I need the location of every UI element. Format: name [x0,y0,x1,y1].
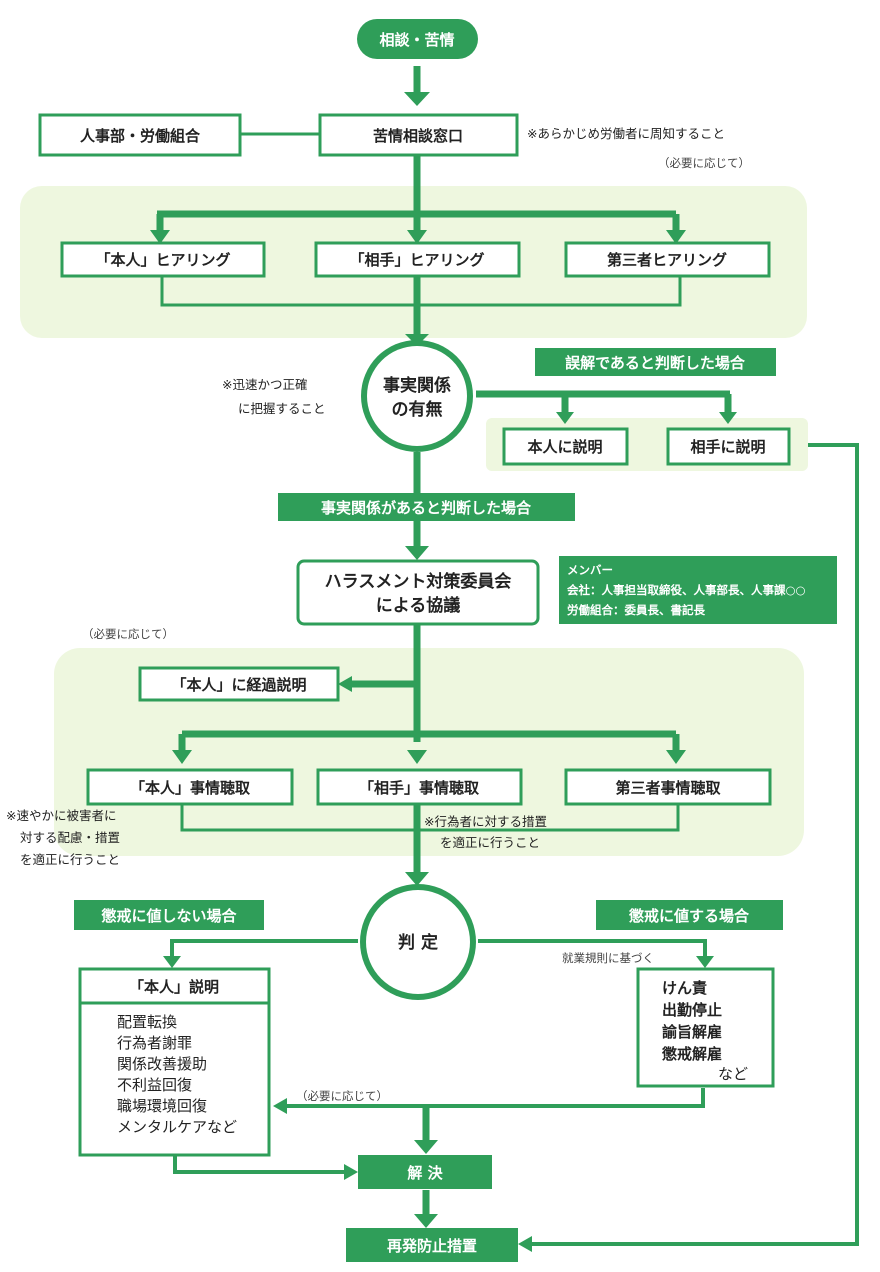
hr-union-label: 人事部・労働組合 [80,127,201,145]
committee-line1: ハラスメント対策委員会 [325,571,512,592]
measures-list: 配置転換 行為者謝罪 関係改善援助 不利益回復 職場環境回復 メンタルケアなど [117,1013,237,1136]
victim-note-line2: 対する配慮・措置 [20,830,120,845]
fact-check-line2: の有無 [392,399,443,420]
no-discipline-label-bg [74,900,264,930]
notify-note: ※あらかじめ労働者に周知すること [527,126,725,141]
victim-note-line3: を適正に行うこと [20,852,120,867]
hearing-self-label: 「本人」ヒアリング [95,251,230,269]
penalties-list: けん責 出勤停止 諭旨解雇 懲戒解雇 など [661,979,748,1083]
committee-box [296,559,540,626]
fact-check-line1: 事実関係 [383,375,451,396]
members-union: 労働組合：委員長、書記長 [567,603,705,617]
penalty-more: など [718,1065,748,1083]
inquiry-third-label: 第三者事情聴取 [615,779,721,797]
judge-inner [366,890,470,994]
measure-item: 配置転換 [117,1013,177,1031]
penalty-item: 諭旨解雇 [662,1023,722,1041]
inquiry-self-box [86,768,294,806]
resolve-label: 解 決 [407,1164,443,1182]
connectors [150,66,859,1252]
rules-note: 就業規則に基づく [562,951,654,965]
misunderstanding-label-bg [535,348,776,376]
measure-item: 不利益回復 [117,1076,192,1094]
inquiry-self-label: 「本人」事情聴取 [130,779,251,797]
prevent-label: 再発防止措置 [387,1237,477,1255]
explain-other-box [666,427,791,466]
progress-self-label: 「本人」に経過説明 [171,676,306,694]
inquiry-other-label: 「相手」事情聴取 [359,779,480,797]
start-node [357,19,478,59]
measure-item: 職場環境回復 [117,1097,207,1115]
penalty-item: 懲戒解雇 [661,1045,722,1063]
as-needed-note-1: （必要に応じて） [658,156,750,170]
actor-note-line1: ※行為者に対する措置 [424,814,547,829]
no-discipline-label: 懲戒に値しない場合 [100,907,237,925]
explain-self2-box [78,967,271,1157]
prevent-box [346,1228,518,1262]
hr-union-box [38,113,242,157]
actor-note-line2: を適正に行うこと [440,835,540,850]
hearing-self-box [60,241,266,278]
hearing-other-label: 「相手」ヒアリング [349,251,484,269]
measure-item: 関係改善援助 [117,1055,207,1073]
misunderstanding-label: 誤解であると判断した場合 [565,354,746,372]
inquiry-third-box [564,768,772,806]
hearing-third-label: 第三者ヒアリング [607,251,727,269]
measure-item: 行為者謝罪 [117,1034,192,1052]
members-company: 会社：人事担当取締役、人事部長、人事課○○ [566,583,806,597]
penalty-item: けん責 [662,979,707,997]
judge-label: 判 定 [398,932,438,953]
progress-self-box [138,666,340,702]
consultation-window-label: 苦情相談窓口 [373,127,463,145]
measure-item: メンタルケアなど [117,1118,237,1136]
fact-exists-label: 事実関係があると判断した場合 [321,499,532,517]
explain-other-label: 相手に説明 [690,438,765,456]
victim-note-line1: ※速やかに被害者に [6,808,116,823]
penalties-box [636,967,775,1088]
fact-exists-label-bg [278,493,575,521]
fact-check-inner [367,346,467,446]
prompt-note-line2: に把握すること [238,401,326,416]
consultation-window-box [318,113,519,157]
hearing-third-box [564,241,771,278]
inquiry-other-box [316,768,523,806]
committee-line2: による協議 [376,595,461,616]
hearing-other-box [314,241,521,278]
start-node-label: 相談・苦情 [379,31,454,49]
explain-self-label: 本人に説明 [527,438,602,456]
members-title: メンバー [567,563,613,577]
discipline-label-bg [596,900,783,930]
members-box [559,556,837,624]
as-needed-note-3: （必要に応じて） [296,1089,388,1103]
penalty-item: 出勤停止 [662,1001,722,1019]
prompt-note-line1: ※迅速かつ正確 [222,377,307,392]
resolve-box [358,1155,492,1189]
explain-self2-label: 「本人」説明 [129,978,219,996]
explain-self-box [502,427,629,466]
discipline-label: 懲戒に値する場合 [628,907,750,925]
as-needed-note-2: （必要に応じて） [82,627,174,641]
